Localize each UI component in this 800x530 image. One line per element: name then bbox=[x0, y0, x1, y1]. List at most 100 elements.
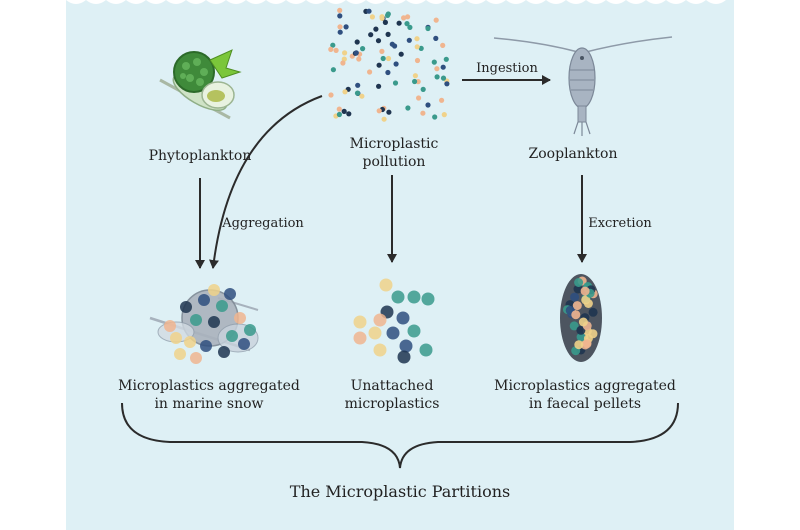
microplastic-particle bbox=[369, 14, 375, 20]
wave-edge bbox=[66, 0, 734, 4]
microplastic-particle bbox=[414, 36, 420, 42]
microplastic-particle bbox=[366, 8, 372, 14]
microplastic-particle bbox=[373, 343, 387, 357]
microplastic-particle bbox=[574, 340, 584, 350]
microplastic-particle bbox=[385, 55, 392, 62]
label-microplastic-pollution-2: pollution bbox=[363, 154, 426, 170]
label-faecal-2: in faecal pellets bbox=[529, 396, 641, 412]
microplastic-particle bbox=[170, 332, 182, 344]
microplastic-particle bbox=[180, 301, 192, 313]
microplastic-particle bbox=[569, 321, 579, 331]
microplastic-particle bbox=[393, 61, 399, 67]
microplastic-particle bbox=[572, 301, 582, 311]
microplastic-particle bbox=[367, 69, 373, 75]
microplastic-particle bbox=[441, 112, 447, 118]
microplastic-particle bbox=[190, 352, 202, 364]
microplastic-particle bbox=[375, 38, 382, 44]
microplastic-particle bbox=[368, 326, 382, 340]
microplastic-particle bbox=[573, 284, 583, 294]
label-aggregation: Aggregation bbox=[221, 216, 304, 231]
faecal-pellet-icon bbox=[560, 274, 602, 362]
microplastic-particle bbox=[379, 14, 385, 20]
microplastic-particle bbox=[396, 20, 402, 26]
microplastic-particle bbox=[330, 67, 336, 73]
microplastic-particle bbox=[391, 290, 405, 304]
microplastic-particle bbox=[380, 55, 386, 62]
microplastic-particle bbox=[200, 340, 212, 352]
partition-brace bbox=[121, 402, 679, 469]
microplastic-particle bbox=[216, 300, 228, 312]
microplastic-particle bbox=[381, 116, 387, 122]
microplastic-particle bbox=[407, 290, 421, 304]
microplastic-particle bbox=[407, 324, 421, 338]
microplastic-particle bbox=[328, 46, 334, 53]
microplastic-particle bbox=[434, 66, 440, 72]
microplastic-particle bbox=[373, 313, 387, 327]
microplastic-particle bbox=[341, 108, 347, 114]
microplastic-particle bbox=[337, 13, 343, 19]
microplastic-particle bbox=[385, 69, 391, 76]
microplastic-particle bbox=[376, 83, 382, 89]
microplastic-particle bbox=[234, 312, 246, 324]
microplastic-particle bbox=[433, 17, 439, 23]
microplastic-particle bbox=[328, 92, 334, 98]
microplastic-particle bbox=[337, 7, 343, 13]
microplastic-particle bbox=[190, 314, 202, 326]
microplastic-particle bbox=[354, 90, 361, 96]
microplastic-particle bbox=[343, 24, 349, 30]
microplastic-particle bbox=[360, 46, 366, 52]
microplastic-particle bbox=[420, 86, 426, 92]
microplastic-particle bbox=[224, 288, 236, 300]
microplastic-particle bbox=[208, 316, 220, 328]
microplastic-particle bbox=[576, 325, 586, 335]
microplastic-particle bbox=[578, 317, 588, 327]
microplastic-particle bbox=[580, 340, 590, 350]
microplastic-particle bbox=[389, 41, 395, 47]
label-ingestion: Ingestion bbox=[476, 61, 538, 76]
microplastic-particle bbox=[420, 110, 426, 116]
microplastic-particle bbox=[405, 105, 411, 111]
zooplankton-icon bbox=[493, 36, 673, 136]
microplastic-particle bbox=[337, 29, 343, 35]
microplastic-particle bbox=[421, 292, 435, 306]
microplastic-particle bbox=[198, 294, 210, 306]
microplastic-particle bbox=[226, 330, 238, 342]
microplastic-particle bbox=[379, 48, 385, 55]
microplastic-particle bbox=[346, 111, 352, 117]
microplastic-particle bbox=[412, 78, 418, 85]
microplastic-particle bbox=[376, 108, 382, 114]
microplastic-particle bbox=[342, 50, 348, 56]
label-excretion: Excretion bbox=[588, 216, 652, 231]
microplastic-particle bbox=[425, 102, 431, 108]
microplastic-particle bbox=[368, 32, 374, 38]
microplastic-particle bbox=[425, 25, 431, 32]
phytoplankton-icon bbox=[159, 49, 242, 120]
diagram-title: The Microplastic Partitions bbox=[290, 482, 510, 501]
microplastic-particle bbox=[382, 19, 388, 25]
microplastic-particle bbox=[431, 59, 437, 65]
microplastic-particle bbox=[238, 338, 250, 350]
microplastic-particle bbox=[336, 106, 342, 112]
microplastic-particle bbox=[576, 332, 586, 342]
microplastic-particle bbox=[407, 24, 413, 30]
microplastic-particle bbox=[574, 278, 584, 287]
microplastic-particle bbox=[581, 295, 591, 305]
microplastic-particle bbox=[419, 343, 433, 357]
microplastic-particle bbox=[356, 56, 362, 62]
microplastic-particle bbox=[340, 60, 346, 66]
microplastic-particle bbox=[414, 57, 421, 64]
label-marine-snow-1: Microplastics aggregated bbox=[118, 378, 300, 394]
microplastic-particle bbox=[439, 97, 445, 103]
microplastic-particle bbox=[208, 284, 220, 296]
microplastic-particle bbox=[386, 326, 400, 340]
microplastic-particle bbox=[353, 315, 367, 329]
microplastic-particle bbox=[398, 51, 404, 57]
microplastic-particle bbox=[432, 114, 438, 120]
microplastic-particle bbox=[244, 324, 256, 336]
microplastic-particle bbox=[440, 42, 446, 49]
microplastic-particle bbox=[580, 286, 590, 296]
microplastic-particle bbox=[373, 26, 379, 32]
microplastic-particle bbox=[341, 56, 347, 62]
microplastic-particle bbox=[418, 45, 424, 52]
